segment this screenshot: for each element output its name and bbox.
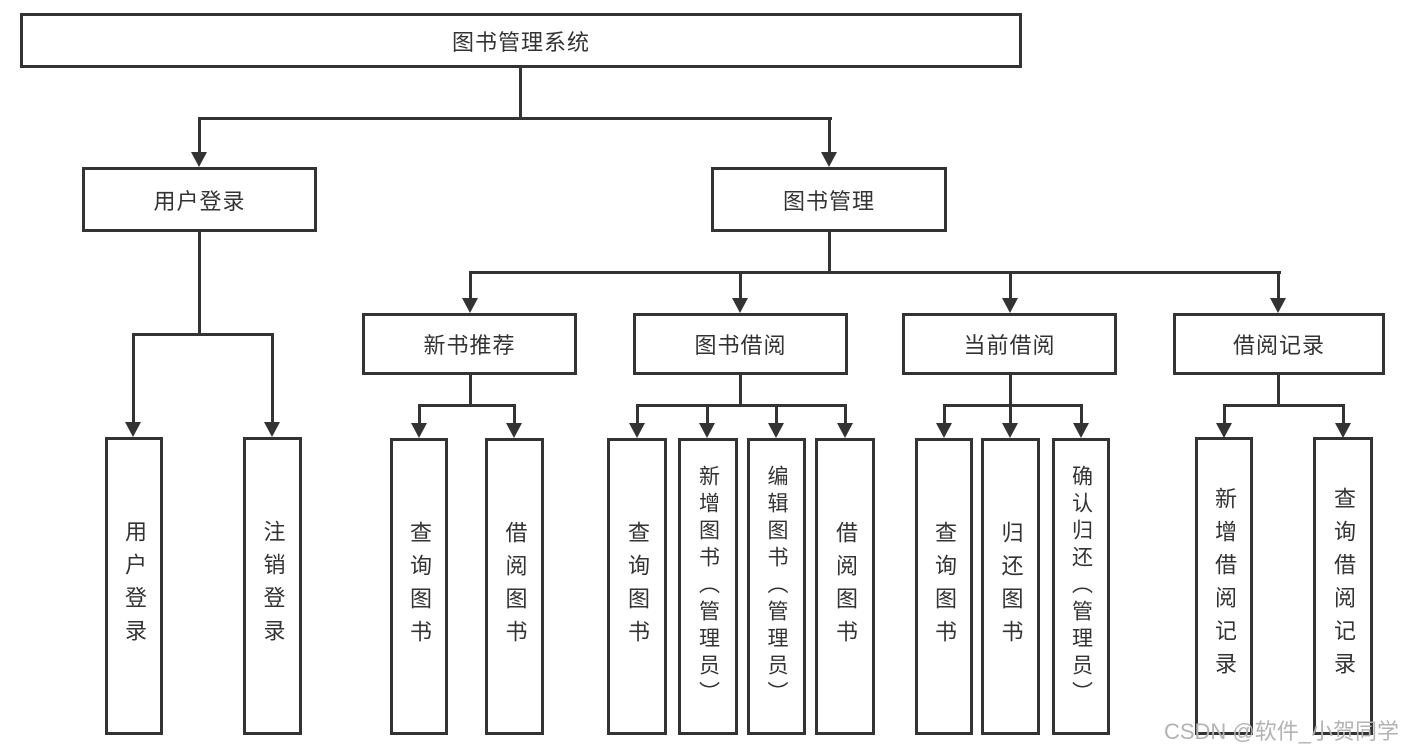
- connector-borrow-vertical: [739, 375, 742, 406]
- connector-stub-book-borrow: [739, 271, 742, 300]
- arrow-down-book-borrow: [732, 298, 748, 313]
- connector-stub-bw-edit: [775, 404, 778, 426]
- connector-root-vertical: [519, 68, 522, 118]
- node-book-borrowing: 图书借阅: [633, 313, 848, 375]
- arrow-down-new-books: [462, 298, 478, 313]
- connector-stub-nb-query: [418, 404, 421, 426]
- connector-stub-bw-borrow: [844, 404, 847, 426]
- leaf-logout-label: 注销登录: [260, 520, 286, 652]
- arrow-down-nb-borrow: [506, 423, 522, 438]
- connector-newbooks-vertical: [469, 375, 472, 406]
- leaf-rc-add-record: 新增借阅记录: [1195, 437, 1253, 735]
- connector-mgmt-vertical: [828, 232, 831, 274]
- node-library-system-label: 图书管理系统: [451, 29, 590, 55]
- connector-stub-cb-confirm: [1080, 404, 1083, 426]
- leaf-nb-query-books: 查询图书: [390, 438, 448, 735]
- leaf-bw-borrow-books: 借阅图书: [815, 438, 875, 735]
- leaf-rc-query-record-label: 查询借阅记录: [1331, 487, 1356, 685]
- connector-stub-rc-add: [1223, 404, 1226, 426]
- node-user-login: 用户登录: [82, 167, 317, 232]
- connector-stub-rc-query: [1342, 404, 1345, 426]
- leaf-bw-add-books-admin-label: 新增图书（管理员）: [696, 465, 720, 708]
- arrow-down-rc-add: [1216, 423, 1232, 438]
- arrow-down-leaf-login: [125, 422, 141, 437]
- arrow-down-book-mgmt: [821, 152, 837, 167]
- connector-records-vertical: [1277, 375, 1280, 406]
- arrow-down-rc-query: [1335, 423, 1351, 438]
- leaf-nb-borrow-books: 借阅图书: [485, 438, 544, 735]
- arrow-down-borrow-records: [1270, 298, 1286, 313]
- leaf-cb-confirm-return-admin-label: 确认归还（管理员）: [1069, 465, 1093, 708]
- connector-stub-cb-return: [1009, 404, 1012, 426]
- node-library-system: 图书管理系统: [20, 13, 1022, 68]
- connector-stub-new-books: [469, 271, 472, 300]
- connector-stub-borrow-records: [1277, 271, 1280, 300]
- arrow-down-bw-add: [699, 423, 715, 438]
- connector-newbooks-horizontal: [418, 404, 516, 407]
- connector-borrow-horizontal: [636, 404, 847, 407]
- leaf-bw-edit-books-admin: 编辑图书（管理员）: [747, 438, 806, 735]
- leaf-rc-query-record: 查询借阅记录: [1313, 437, 1373, 735]
- leaf-cb-confirm-return-admin: 确认归还（管理员）: [1052, 438, 1110, 735]
- leaf-bw-borrow-books-label: 借阅图书: [833, 520, 858, 653]
- connector-user-horizontal: [132, 333, 274, 336]
- connector-root-horizontal: [198, 117, 832, 120]
- leaf-user-login-label: 用户登录: [122, 520, 147, 652]
- leaf-cb-query-books-label: 查询图书: [932, 520, 957, 653]
- arrow-down-leaf-logout: [264, 422, 280, 437]
- connector-records-horizontal: [1223, 404, 1345, 407]
- connector-stub-leaf-login: [132, 333, 135, 423]
- leaf-logout: 注销登录: [243, 437, 302, 735]
- connector-current-vertical: [1009, 375, 1012, 406]
- leaf-cb-return-books: 归还图书: [981, 438, 1040, 735]
- connector-stub-book-mgmt: [828, 117, 831, 154]
- arrow-down-bw-query: [629, 423, 645, 438]
- arrow-down-cb-confirm: [1073, 423, 1089, 438]
- node-new-book-recommend-label: 新书推荐: [423, 333, 516, 358]
- connector-stub-leaf-logout: [271, 333, 274, 423]
- connector-stub-user-login: [198, 117, 201, 154]
- connector-mgmt-horizontal: [469, 271, 1281, 274]
- arrow-down-cb-query: [936, 423, 952, 438]
- connector-stub-current-borrow: [1009, 271, 1012, 300]
- leaf-user-login: 用户登录: [105, 437, 163, 735]
- leaf-rc-add-record-label: 新增借阅记录: [1212, 487, 1237, 685]
- node-user-login-label: 用户登录: [153, 188, 246, 214]
- node-current-borrowing: 当前借阅: [902, 313, 1117, 375]
- arrow-down-nb-query: [411, 423, 427, 438]
- connector-user-vertical: [198, 232, 201, 336]
- connector-current-horizontal: [943, 404, 1083, 407]
- arrow-down-current-borrow: [1002, 298, 1018, 313]
- arrow-down-cb-return: [1002, 423, 1018, 438]
- node-borrowing-records-label: 借阅记录: [1232, 333, 1325, 358]
- connector-stub-cb-query: [943, 404, 946, 426]
- leaf-cb-return-books-label: 归还图书: [998, 520, 1024, 653]
- leaf-bw-add-books-admin: 新增图书（管理员）: [678, 438, 738, 735]
- watermark: CSDN @软件_小贺同学: [1163, 719, 1399, 744]
- arrow-down-bw-borrow: [837, 423, 853, 438]
- connector-stub-nb-borrow: [513, 404, 516, 426]
- node-book-borrowing-label: 图书借阅: [694, 333, 787, 358]
- leaf-bw-edit-books-admin-label: 编辑图书（管理员）: [765, 465, 788, 708]
- arrow-down-bw-edit: [768, 423, 784, 438]
- leaf-bw-query-books-label: 查询图书: [625, 520, 650, 653]
- node-book-management-label: 图书管理: [782, 188, 875, 214]
- leaf-nb-query-books-label: 查询图书: [407, 520, 432, 653]
- arrow-down-user-login: [191, 152, 207, 167]
- node-book-management: 图书管理: [711, 167, 947, 232]
- connector-stub-bw-query: [636, 404, 639, 426]
- node-current-borrowing-label: 当前借阅: [963, 333, 1056, 358]
- node-new-book-recommend: 新书推荐: [362, 313, 577, 375]
- leaf-cb-query-books: 查询图书: [915, 438, 973, 735]
- leaf-nb-borrow-books-label: 借阅图书: [502, 520, 528, 653]
- connector-stub-bw-add: [706, 404, 709, 426]
- leaf-bw-query-books: 查询图书: [607, 438, 667, 735]
- node-borrowing-records: 借阅记录: [1173, 313, 1385, 375]
